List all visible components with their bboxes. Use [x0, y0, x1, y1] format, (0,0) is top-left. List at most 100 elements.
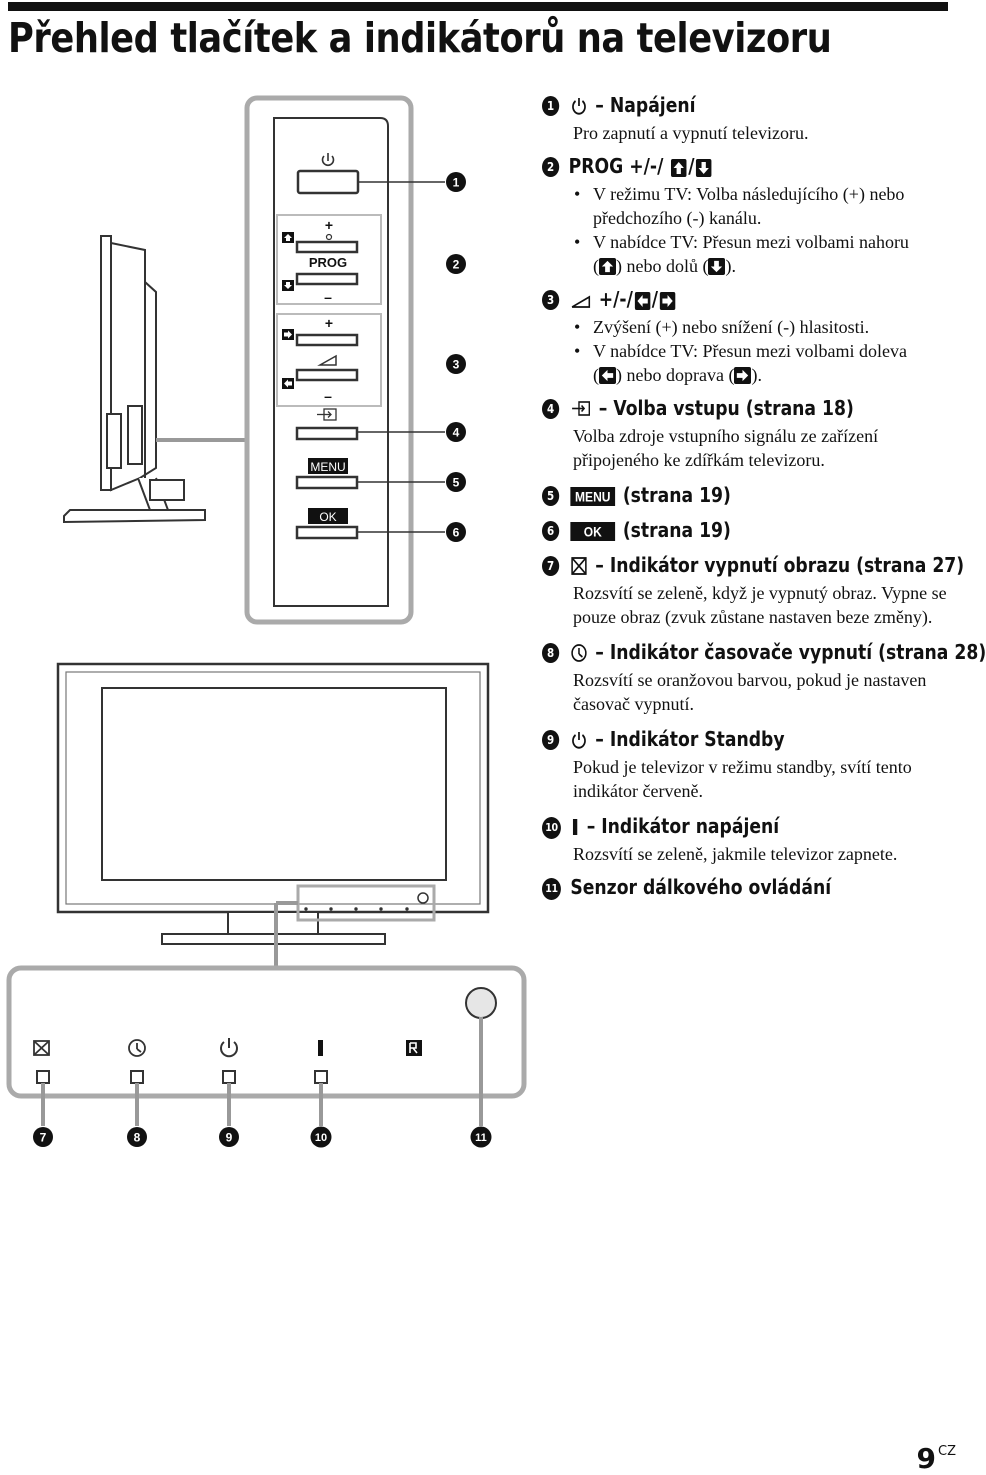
vol-plus-button[interactable]: [295, 333, 359, 347]
tv-side-view: [63, 235, 206, 524]
item-volume: 3 +/-// Zvýšení (+) nebo snížení (-) hla…: [542, 286, 952, 387]
item-standby: 9 – Indikátor Standby Pokud je televizor…: [542, 726, 952, 803]
top-rule: [8, 2, 948, 11]
up-arrow-icon: [599, 258, 616, 275]
page-language: CZ: [938, 1444, 956, 1459]
item-text: Pokud je televizor v režimu standby, sví…: [573, 757, 912, 801]
prog-minus-button[interactable]: [295, 272, 359, 286]
item-input: 4 – Volba vstupu (strana 18) Volba zdroj…: [542, 395, 952, 472]
panel-callouts: 1 2 3 4 5 6: [446, 172, 466, 542]
prog-button-group: [276, 214, 382, 305]
item-number: 3: [542, 290, 560, 310]
tv-diagram: + PROG – + –: [6, 95, 527, 1148]
item-remote-sensor: 11 Senzor dálkového ovládání: [542, 874, 952, 901]
callout-7: 7: [40, 1131, 47, 1145]
callout-6: 6: [453, 526, 460, 540]
page-title: Přehled tlačítek a indikátorů na televiz…: [8, 14, 832, 62]
panel-callout-leaders: [358, 181, 445, 533]
timer-icon: [128, 1039, 146, 1057]
prog-up-icon: [282, 232, 294, 243]
left-arrow-icon: [634, 292, 651, 310]
item-title: +/-/: [598, 287, 633, 311]
item-title: (strana 19): [622, 518, 731, 542]
vol-plus-label: +: [325, 315, 333, 331]
item-title: PROG +/-/: [568, 154, 664, 178]
remote-sensor-window: [465, 987, 497, 1019]
ok-label: OK: [319, 510, 336, 524]
up-arrow-icon: [671, 159, 687, 177]
item-text: Rozsvítí se oranžovou barvou, pokud je n…: [573, 670, 927, 714]
item-power: 1 – Napájení Pro zapnutí a vypnutí telev…: [542, 92, 952, 145]
ok-button[interactable]: [295, 525, 359, 540]
item-number: 11: [542, 878, 561, 900]
callout-10: 10: [315, 1132, 327, 1144]
remote-sensor-icon: [406, 1040, 422, 1056]
item-title: Senzor dálkového ovládání: [570, 875, 832, 899]
svg-text:MENU: MENU: [575, 489, 610, 505]
input-button[interactable]: [295, 426, 359, 441]
callout-8: 8: [134, 1131, 141, 1145]
menu-label: MENU: [310, 460, 345, 474]
tv-front-view: [56, 662, 490, 968]
vol-right-icon: [282, 329, 294, 340]
down-arrow-icon: [696, 159, 712, 177]
prog-down-icon: [282, 280, 294, 291]
tactile-dot: [325, 233, 333, 241]
power-indicator-icon: [572, 819, 578, 835]
item-title: (strana 19): [622, 483, 731, 507]
input-icon: [572, 401, 590, 416]
item-title: – Indikátor Standby: [595, 727, 785, 751]
tv-screen: [101, 687, 447, 881]
callout-5: 5: [453, 476, 460, 490]
vol-minus-button[interactable]: [295, 368, 359, 382]
power-button[interactable]: [296, 153, 360, 195]
power-icon: [572, 98, 586, 115]
callout-4: 4: [453, 426, 460, 440]
item-picture-off: 7 – Indikátor vypnutí obrazu (strana 27)…: [542, 552, 964, 629]
bullet: V režimu TV: Volba následujícího (+) neb…: [573, 182, 952, 230]
menu-badge: MENU: [570, 487, 616, 506]
button-descriptions: 1 – Napájení Pro zapnutí a vypnutí telev…: [542, 92, 986, 901]
standby-icon: [572, 732, 586, 749]
item-title: – Indikátor vypnutí obrazu (strana 27): [595, 553, 965, 577]
item-power-indicator: 10 – Indikátor napájení Rozsvítí se zele…: [542, 813, 952, 866]
vol-minus-label: –: [324, 388, 332, 404]
item-number: 1: [542, 96, 560, 116]
callout-3: 3: [453, 358, 460, 372]
power-indicator-icon: [318, 1040, 323, 1056]
ok-label-box: [308, 508, 348, 524]
item-number: 4: [542, 399, 560, 419]
prog-plus-label: +: [325, 217, 333, 233]
callout-11: 11: [475, 1132, 487, 1144]
standby-icon: [220, 1038, 238, 1058]
item-title: – Volba vstupu (strana 18): [598, 396, 854, 420]
item-text: Pro zapnutí a vypnutí televizoru.: [573, 123, 809, 143]
menu-button[interactable]: [295, 475, 359, 490]
item-text: Rozsvítí se zeleně, jakmile televizor za…: [573, 844, 898, 864]
prog-plus-button[interactable]: [295, 240, 359, 254]
timer-icon: [571, 644, 587, 662]
right-arrow-icon: [734, 367, 752, 384]
callout-9: 9: [226, 1131, 233, 1145]
item-title: – Indikátor časovače vypnutí (strana 28): [595, 640, 986, 664]
item-number: 9: [542, 730, 560, 750]
page-number: 9: [916, 1442, 937, 1475]
bullet: Zvýšení (+) nebo snížení (-) hlasitosti.: [573, 315, 952, 339]
item-number: 10: [542, 817, 561, 839]
item-number: 5: [542, 486, 560, 506]
vol-left-icon: [282, 378, 294, 389]
item-text: Volba zdroje vstupního signálu ze zaříze…: [573, 426, 879, 470]
down-arrow-icon: [708, 258, 726, 275]
picture-off-icon: [33, 1040, 50, 1056]
prog-minus-label: –: [324, 289, 332, 305]
volume-icon: [571, 295, 591, 308]
left-arrow-icon: [599, 367, 616, 384]
indicator-callout-leaders: [41, 1017, 483, 1126]
button-panel: + PROG – + –: [156, 95, 414, 625]
picture-off-icon: [571, 557, 587, 575]
bullet: V nabídce TV: Přesun mezi volbami nahoru…: [573, 230, 952, 278]
prog-label: PROG: [309, 255, 347, 270]
